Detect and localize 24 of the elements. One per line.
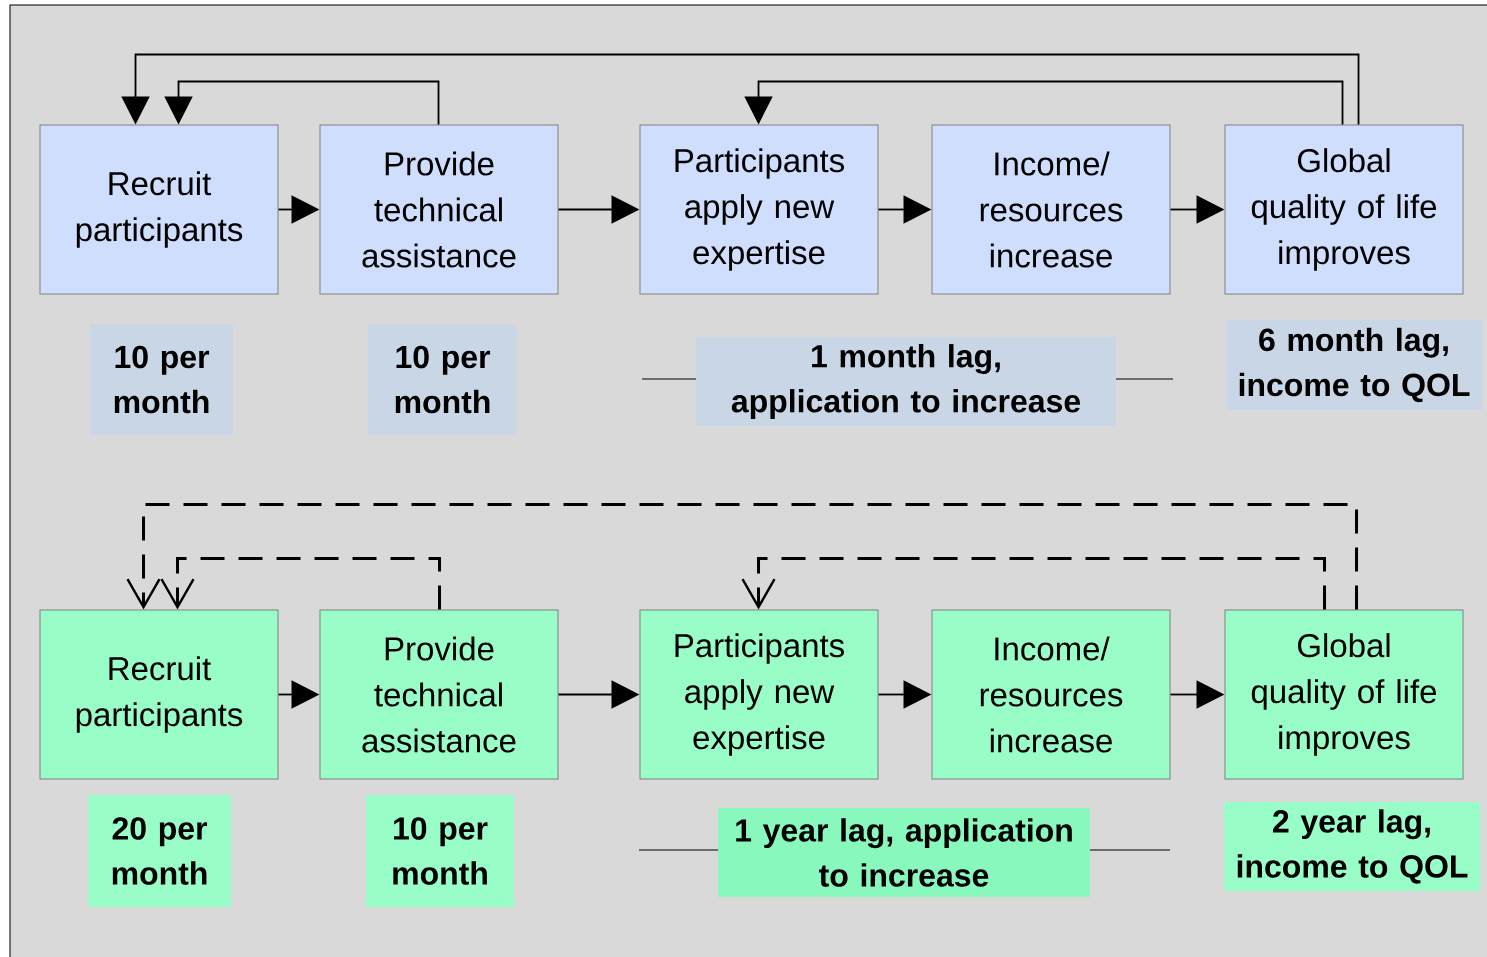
process-box: Recruit participants bbox=[39, 609, 279, 780]
process-box: Provide technical assistance bbox=[319, 124, 559, 295]
lag-label-box: 1 month lag, application to increase bbox=[696, 337, 1116, 426]
lag-label-box: 2 year lag, income to QOL bbox=[1224, 802, 1480, 891]
process-box: Income/ resources increase bbox=[931, 609, 1171, 780]
lag-label-box: 1 year lag, application to increase bbox=[718, 808, 1090, 897]
rate-label-box: 10 per month bbox=[90, 324, 233, 435]
rate-label-box: 10 per month bbox=[366, 795, 514, 907]
arrow bbox=[744, 80, 1344, 126]
arrow bbox=[160, 557, 441, 610]
arrow bbox=[741, 557, 1326, 610]
process-box: Participants apply new expertise bbox=[639, 609, 879, 780]
arrow bbox=[126, 503, 1358, 610]
rate-label-box: 20 per month bbox=[88, 795, 231, 907]
arrow bbox=[164, 80, 440, 126]
process-box: Income/ resources increase bbox=[931, 124, 1171, 295]
process-box: Provide technical assistance bbox=[319, 609, 559, 780]
process-box: Global quality of life improves bbox=[1224, 609, 1464, 780]
process-box: Global quality of life improves bbox=[1224, 124, 1464, 295]
arrow bbox=[121, 53, 1360, 126]
process-box: Participants apply new expertise bbox=[639, 124, 879, 295]
process-box: Recruit participants bbox=[39, 124, 279, 295]
rate-label-box: 10 per month bbox=[368, 324, 517, 435]
lag-label-box: 6 month lag, income to QOL bbox=[1226, 320, 1482, 410]
